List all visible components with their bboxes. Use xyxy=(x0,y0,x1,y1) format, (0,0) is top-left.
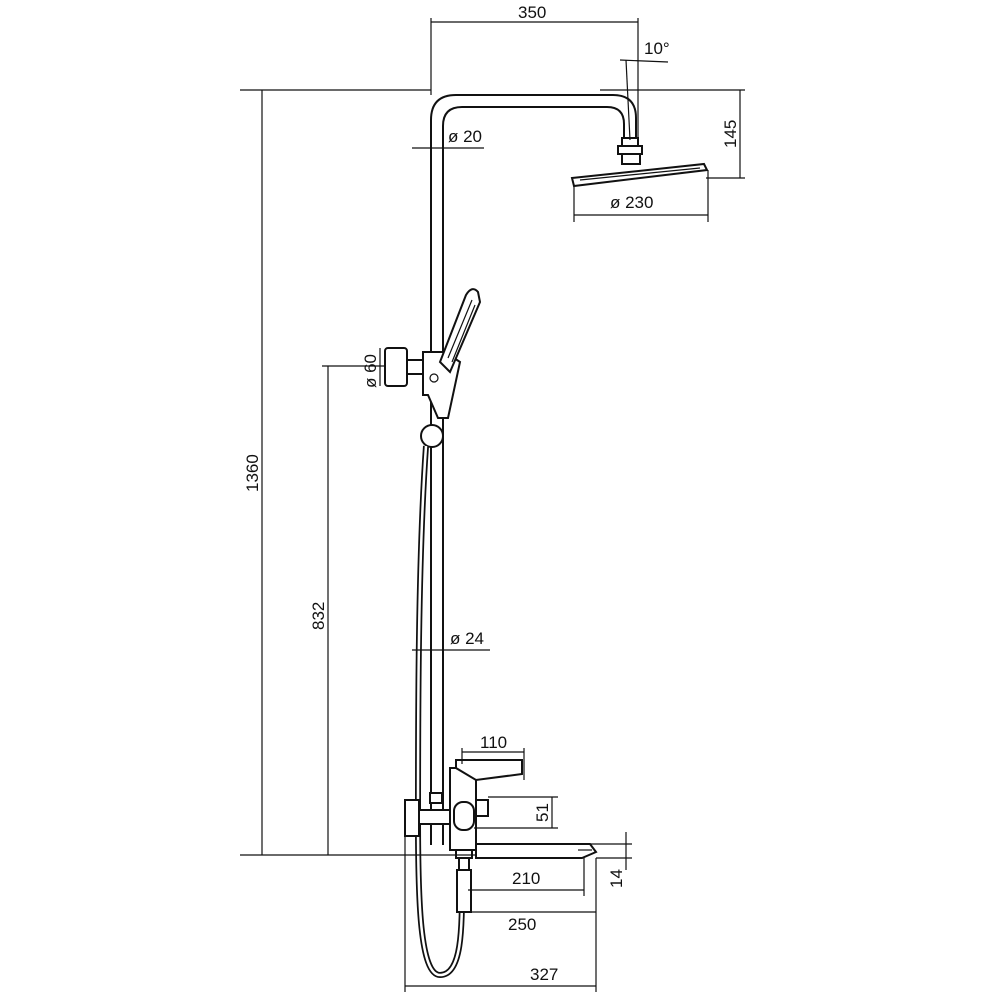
dim-head-height: 145 xyxy=(600,89,745,179)
slide-knob xyxy=(420,424,444,448)
dim-spout-210: 210 xyxy=(468,858,585,896)
mixer-body xyxy=(404,759,523,913)
dim-spout-250: 250 xyxy=(468,858,597,934)
dim-lever-length-label: 110 xyxy=(480,733,507,752)
rain-shower-head xyxy=(570,137,709,188)
dim-pipe-upper-diameter: ø 20 xyxy=(412,127,484,149)
dim-arm-length-label: 350 xyxy=(518,3,546,22)
dim-holder-diameter-label: ø 60 xyxy=(361,354,380,388)
dim-total-depth: 327 xyxy=(404,836,597,992)
hand-shower xyxy=(438,288,482,374)
dim-spout-thickness: 14 xyxy=(590,832,632,888)
dim-holder-height: 832 xyxy=(309,365,385,855)
dim-head-tilt: 10° xyxy=(619,39,670,141)
dim-head-diameter-label: ø 230 xyxy=(610,193,653,212)
dim-spout-thickness-label: 14 xyxy=(607,869,626,888)
dim-lever-length: 110 xyxy=(461,733,525,780)
bath-spout xyxy=(475,843,598,859)
dim-mixer-offset: 51 xyxy=(474,796,558,829)
dim-head-height-label: 145 xyxy=(721,120,740,148)
dim-head-tilt-label: 10° xyxy=(644,39,670,58)
dim-total-height: 1360 xyxy=(240,89,476,856)
dim-arm-length: 350 xyxy=(430,3,639,138)
dim-pipe-upper-diameter-label: ø 20 xyxy=(448,127,482,146)
dim-pipe-lower-diameter: ø 24 xyxy=(412,629,490,651)
dim-mixer-offset-label: 51 xyxy=(533,803,552,822)
dim-holder-diameter: ø 60 xyxy=(361,348,381,388)
riser-pipe xyxy=(430,94,637,845)
dim-spout-210-label: 210 xyxy=(512,869,540,888)
dim-head-diameter: ø 230 xyxy=(573,170,709,222)
shower-hose xyxy=(414,445,465,979)
dim-pipe-lower-diameter-label: ø 24 xyxy=(450,629,484,648)
dim-spout-250-label: 250 xyxy=(508,915,536,934)
dim-total-height-label: 1360 xyxy=(243,454,262,492)
dim-total-depth-label: 327 xyxy=(530,965,558,984)
dim-holder-height-label: 832 xyxy=(309,602,328,630)
